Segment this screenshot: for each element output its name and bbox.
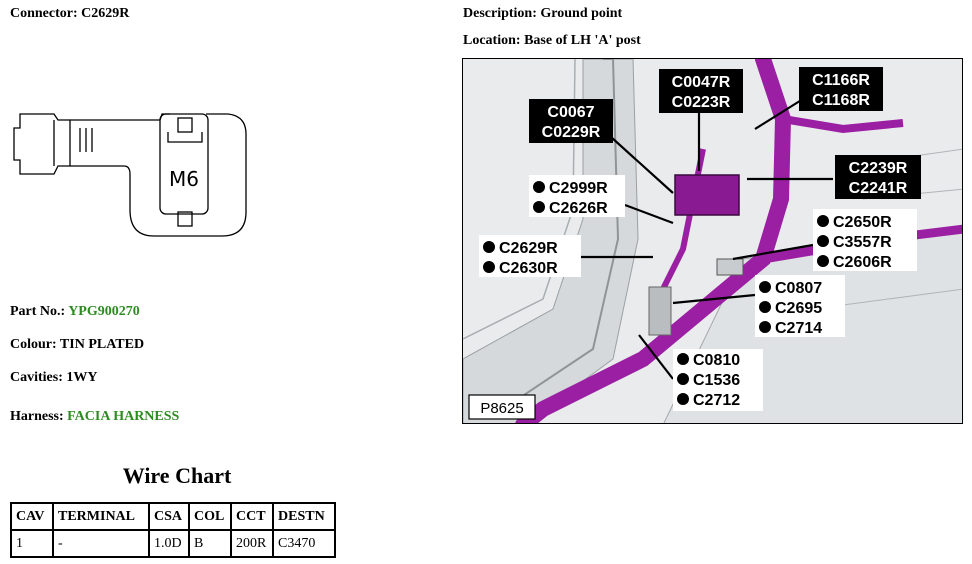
callout-c2629-1: C2629R: [499, 240, 558, 257]
description-value: Ground point: [540, 6, 623, 21]
colour-value: TIN PLATED: [59, 337, 145, 352]
callout-c2239-1: C2239R: [849, 160, 908, 177]
callout-c0810-1: C0810: [693, 352, 740, 369]
part-no-value[interactable]: YPG900270: [68, 304, 140, 319]
callout-c2650-1: C2650R: [833, 214, 892, 231]
photo-ref: P8625: [480, 400, 523, 417]
callout-c0810-2: C1536: [693, 372, 740, 389]
callout-c2650-3: C2606R: [833, 254, 892, 271]
location-value: Base of LH 'A' post: [524, 33, 641, 48]
header-terminal: TERMINAL: [52, 502, 150, 531]
callout-c2239-2: C2241R: [849, 180, 908, 197]
harness-label-text: Harness:: [10, 409, 64, 424]
location-illustration: C0067 C0229R C0047R C0223R C1166R C1168R…: [463, 59, 962, 423]
connector-label: Connector: C2629R: [10, 6, 129, 22]
callouts: C0067 C0229R C0047R C0223R C1166R C1168R…: [468, 67, 921, 420]
cell-csa: 1.0D: [148, 529, 190, 558]
callout-c0047-2: C0223R: [672, 94, 731, 111]
callout-c0807-3: C2714: [775, 320, 822, 337]
cell-cav: 1: [10, 529, 54, 558]
description-label: Description: Ground point: [463, 6, 622, 22]
location-label: Location: Base of LH 'A' post: [463, 33, 641, 49]
cell-destn: C3470: [272, 529, 336, 558]
callout-c0067-1: C0067: [547, 104, 594, 121]
callout-c0047-1: C0047R: [672, 74, 731, 91]
connector-drawing: M6: [13, 113, 247, 237]
colour-label-text: Colour:: [10, 337, 57, 352]
location-photo: C0067 C0229R C0047R C0223R C1166R C1168R…: [462, 58, 963, 424]
cell-cct: 200R: [230, 529, 274, 558]
location-label-text: Location:: [463, 33, 521, 48]
header-csa: CSA: [148, 502, 190, 531]
header-cct: CCT: [230, 502, 274, 531]
callout-c2650-2: C3557R: [833, 234, 892, 251]
connector-value: C2629R: [81, 6, 130, 21]
cell-col: B: [188, 529, 232, 558]
callout-c2999-2: C2626R: [549, 200, 608, 217]
cavities-label: Cavities: 1WY: [10, 370, 98, 386]
connector-label-text: Connector:: [10, 6, 78, 21]
header-col: COL: [188, 502, 232, 531]
drawing-marking: M6: [169, 167, 199, 191]
callout-c2999-1: C2999R: [549, 180, 608, 197]
harness-value[interactable]: FACIA HARNESS: [67, 409, 180, 424]
callout-c2629-2: C2630R: [499, 260, 558, 277]
part-no-label-text: Part No.:: [10, 304, 66, 319]
cavities-value: 1WY: [66, 370, 98, 385]
wire-chart-title: Wire Chart: [122, 463, 232, 488]
callout-c0807-2: C2695: [775, 300, 822, 317]
colour-label: Colour: TIN PLATED: [10, 337, 144, 353]
wire-chart-header-row: CAV TERMINAL CSA COL CCT DESTN: [10, 502, 336, 531]
callout-c1166-2: C1168R: [812, 92, 870, 109]
callout-c0810-3: C2712: [693, 392, 740, 409]
callout-c0807-1: C0807: [775, 280, 822, 297]
wire-chart-table: CAV TERMINAL CSA COL CCT DESTN 1 - 1.0D …: [10, 502, 336, 558]
cell-terminal: -: [52, 529, 150, 558]
cavities-label-text: Cavities:: [10, 370, 63, 385]
callout-c1166-1: C1166R: [812, 72, 870, 89]
table-row: 1 - 1.0D B 200R C3470: [10, 529, 336, 558]
callout-c0067-2: C0229R: [542, 124, 601, 141]
header-destn: DESTN: [272, 502, 336, 531]
part-no-label: Part No.: YPG900270: [10, 304, 140, 320]
description-label-text: Description:: [463, 6, 537, 21]
harness-label: Harness: FACIA HARNESS: [10, 409, 179, 425]
header-cav: CAV: [10, 502, 54, 531]
